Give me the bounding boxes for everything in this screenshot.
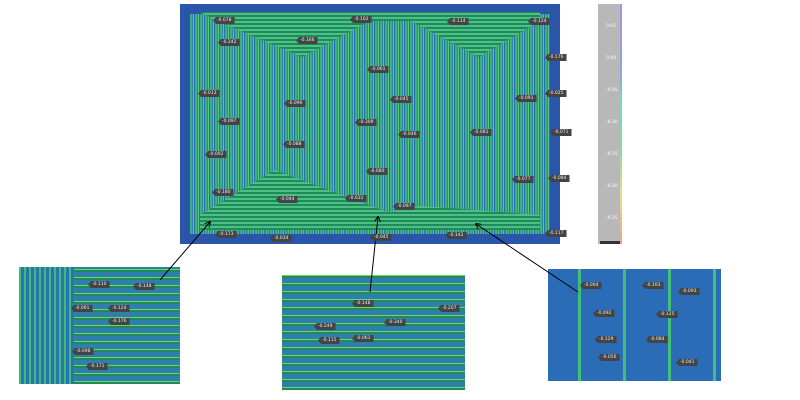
arrow-right [476,224,579,293]
value-label: -0.080 [366,168,388,175]
colorbar-tick-label: 0.05 [606,24,617,29]
value-label: -0.091 [515,95,537,102]
colorbar-tick-label: -0.15 [606,152,618,157]
value-label: -0.046 [398,131,420,138]
value-label: -0.115 [318,337,340,344]
value-label: -0.117 [545,230,567,237]
value-label: -0.207 [438,305,460,312]
value-label: -0.249 [314,323,336,330]
value-label: -0.096 [284,100,306,107]
colorbar-tick-label: -0.05 [606,88,618,93]
value-label: -0.129 [595,336,617,343]
value-label: -0.166 [296,37,318,44]
value-label: -0.093 [678,288,700,295]
value-label: -0.102 [350,16,372,23]
value-label: -0.061 [367,66,389,73]
value-label: -0.045 [370,234,392,241]
value-label: -0.124 [528,18,550,25]
value-label: -0.004 [580,282,602,289]
value-label: -0.084 [646,336,668,343]
value-label: -0.176 [545,54,567,61]
colorbar-tick-label: 0.00 [606,56,617,61]
value-label: -0.180 [212,189,234,196]
colorbar-base [600,241,620,244]
value-label: -0.176 [108,318,130,325]
value-label: -0.045 [390,96,412,103]
value-label: -0.309 [355,119,377,126]
colorbar-tick-label: -0.25 [606,216,618,221]
value-label: -0.124 [108,305,130,312]
value-label: -0.034 [270,235,292,242]
value-label: -0.044 [276,196,298,203]
value-label: -0.114 [447,18,469,25]
value-label: -0.242 [218,39,240,46]
value-label: -0.092 [593,310,615,317]
value-label: -0.025 [545,90,567,97]
value-label: -0.056 [598,354,620,361]
value-label: -0.171 [86,363,108,370]
value-label: -0.340 [384,319,406,326]
value-label: -0.125 [656,311,678,318]
value-label: -0.061 [352,335,374,342]
colorbar-tick-label: -0.20 [606,184,618,189]
value-label: -0.084 [548,175,570,182]
value-label: -0.103 [642,282,664,289]
value-label: -0.148 [133,283,155,290]
value-label: -0.071 [550,129,572,136]
colorbar-gradient [620,4,622,244]
zoom-inset-center [282,275,465,390]
value-label: -0.097 [393,203,415,210]
value-label: -0.110 [88,281,110,288]
value-label: -0.142 [445,232,467,239]
value-label: -0.041 [676,359,698,366]
value-label: -0.092 [205,151,227,158]
value-label: -0.088 [283,141,305,148]
arrow-left [159,222,210,281]
value-label: -0.098 [72,348,94,355]
value-label: -0.081 [470,129,492,136]
value-label: -0.097 [218,118,240,125]
value-label: -0.148 [352,300,374,307]
value-label: -0.077 [512,176,534,183]
value-label: -0.013 [198,90,220,97]
colorbar-tick-label: -0.10 [606,120,618,125]
value-label: -0.031 [345,195,367,202]
value-label: -0.091 [71,305,93,312]
value-label: -0.078 [213,17,235,24]
value-label: -0.173 [215,231,237,238]
arrow-center [369,217,378,293]
colorbar: 0.05 0.00 -0.05 -0.10 -0.15 -0.20 -0.25 [598,4,622,244]
